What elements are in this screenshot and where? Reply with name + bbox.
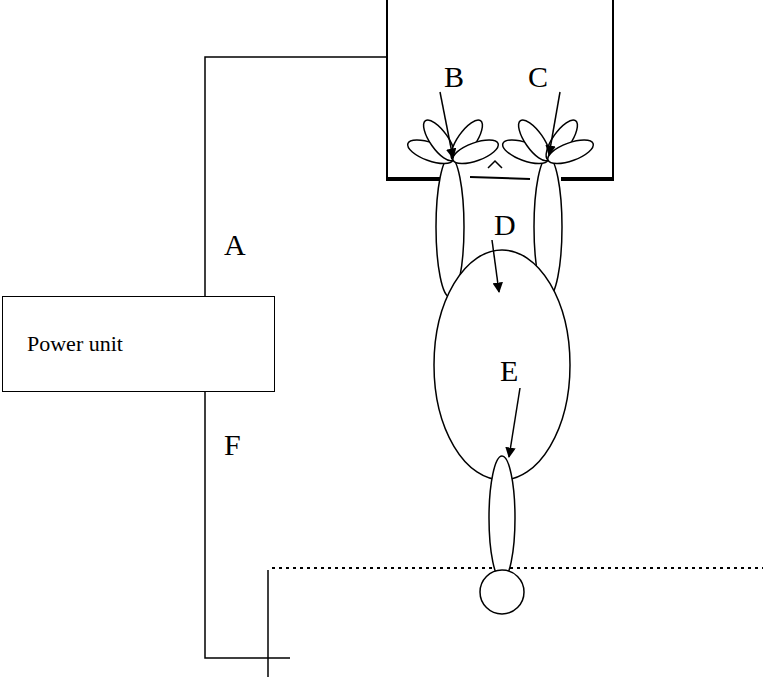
container — [386, 0, 614, 179]
box-label: Power unit — [27, 331, 264, 357]
callout-letter: C — [528, 62, 548, 92]
tentacle — [450, 135, 501, 168]
power-unit-box: Power unit — [2, 296, 275, 392]
water-level — [272, 567, 763, 569]
callout-letter: F — [224, 430, 241, 460]
tentacle — [545, 135, 596, 168]
callout-letter: E — [500, 356, 518, 386]
callout-letter: A — [224, 230, 246, 260]
callout-letter: D — [494, 210, 516, 240]
organism — [434, 157, 570, 614]
tentacles — [405, 116, 596, 169]
callout-letter: B — [444, 62, 464, 92]
leader-line — [440, 92, 560, 457]
